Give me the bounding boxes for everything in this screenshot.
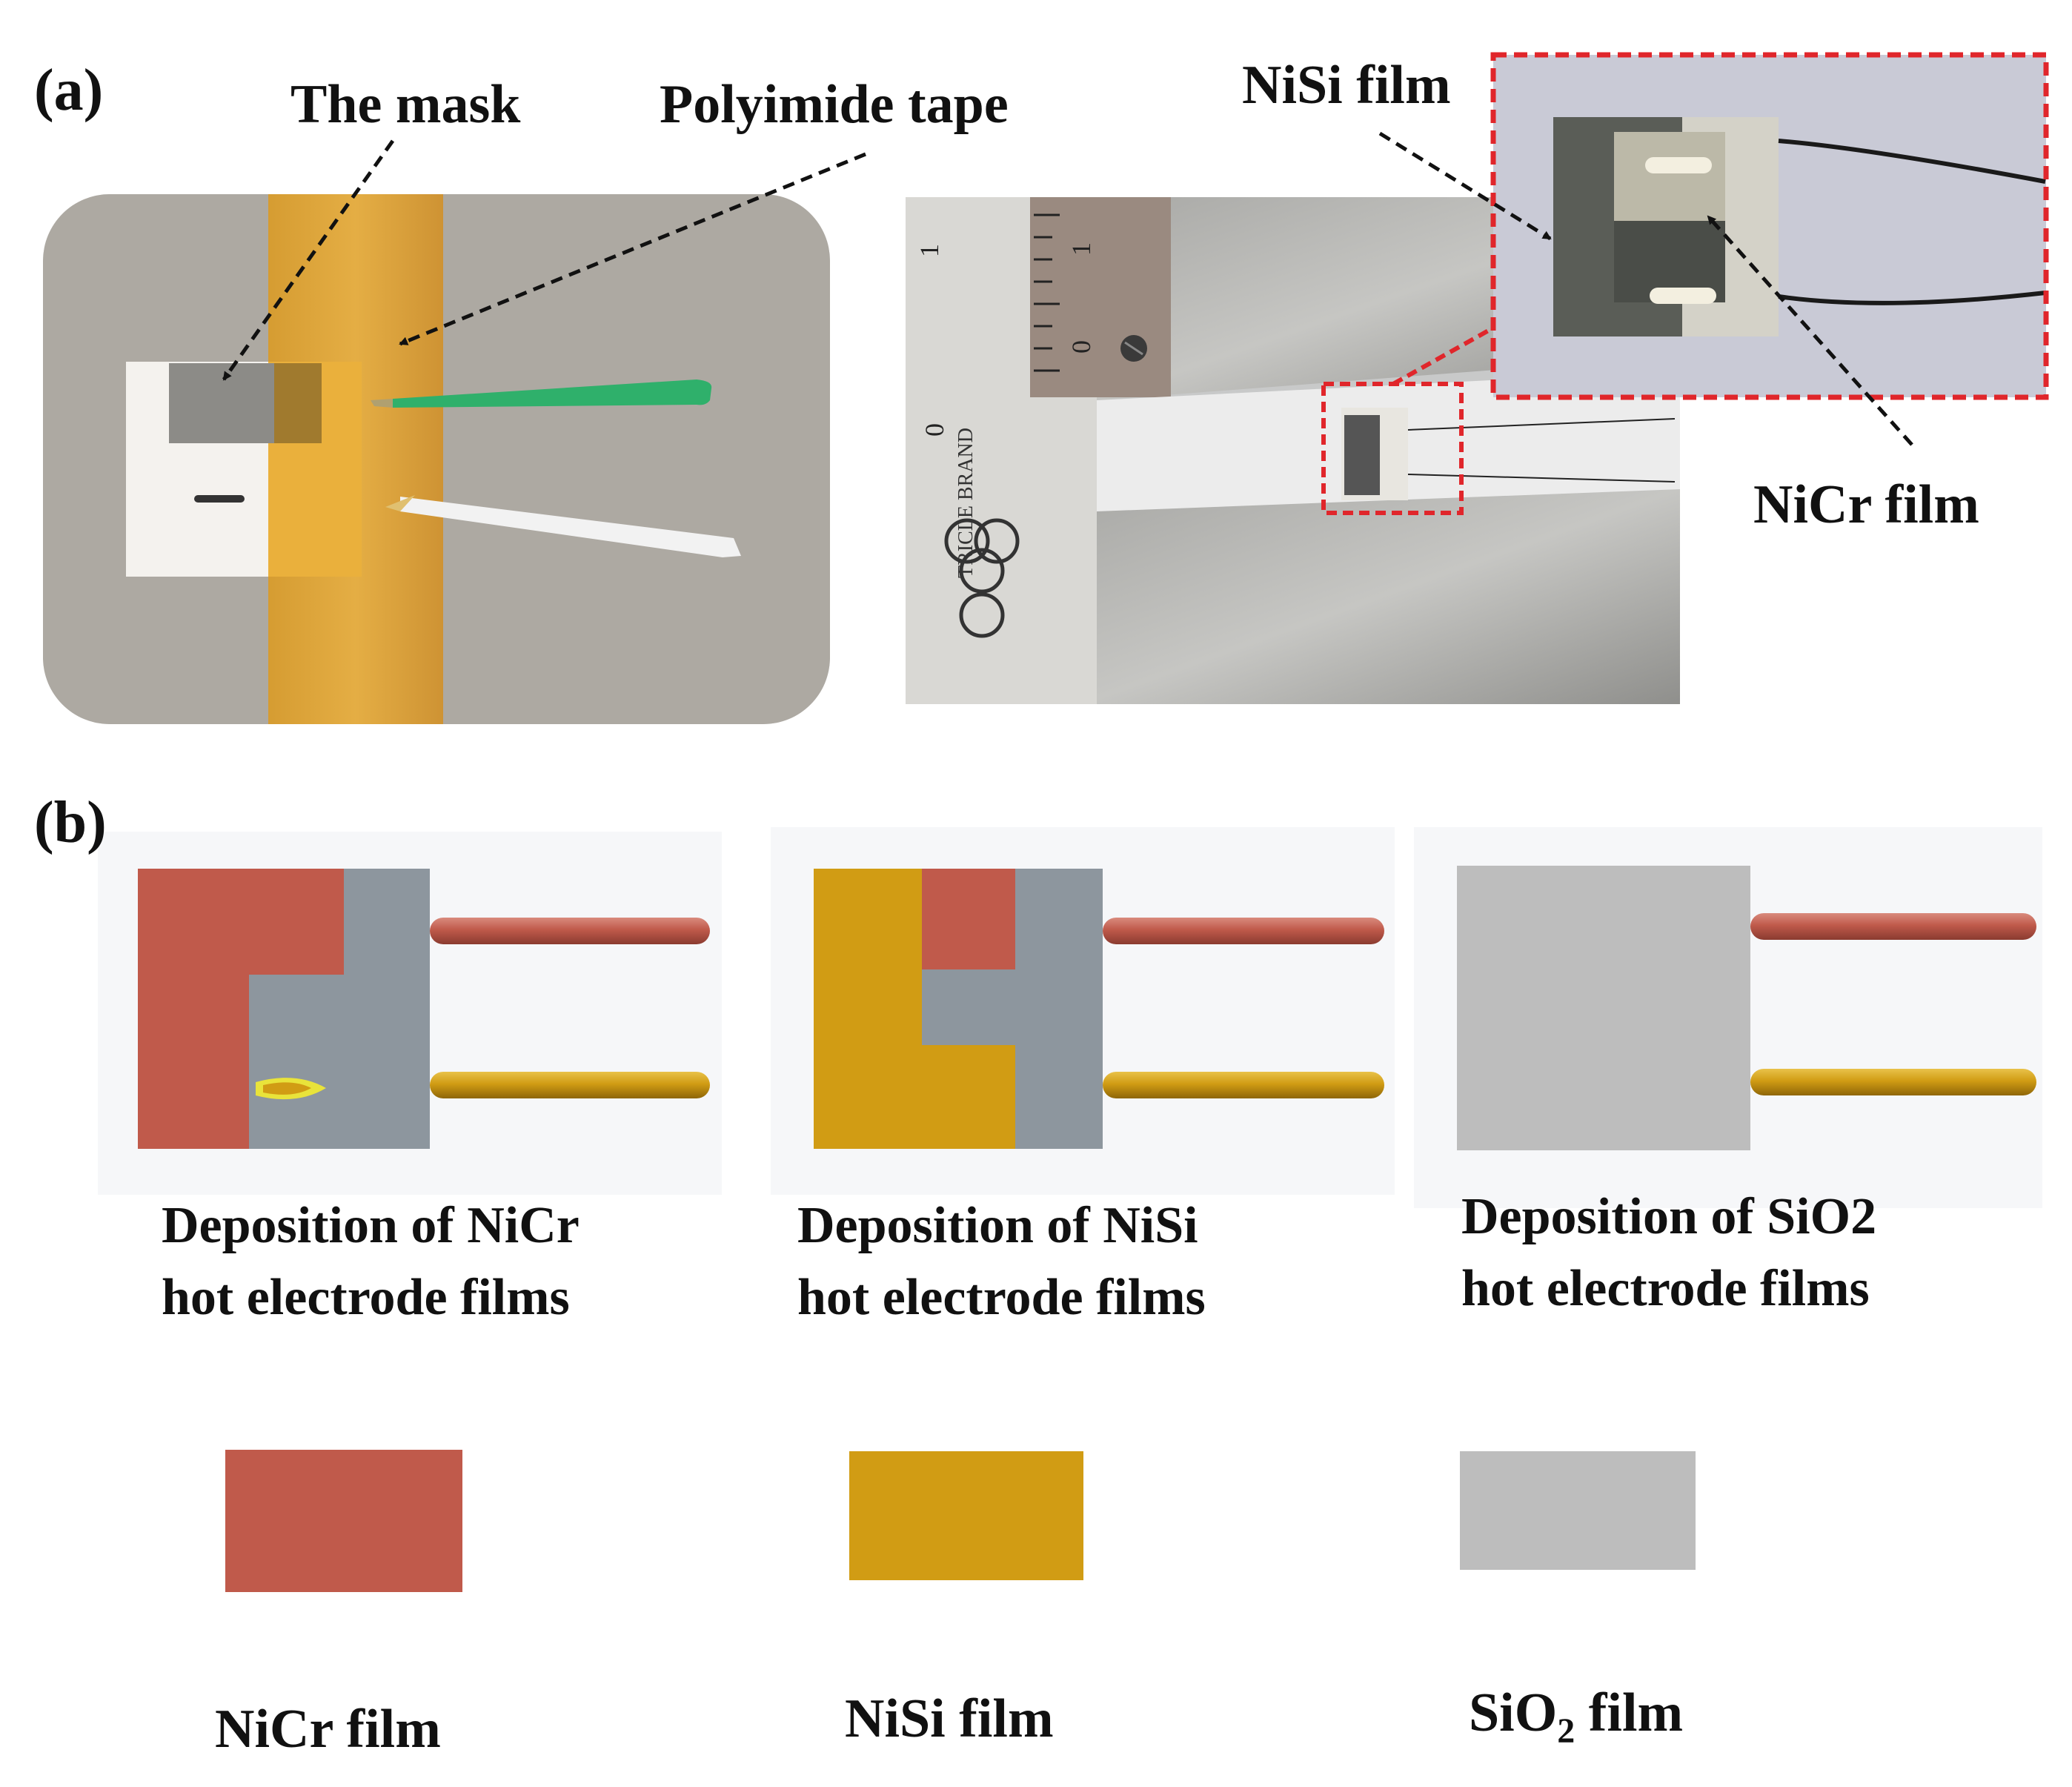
white-wire [400, 497, 741, 557]
green-wire [393, 379, 712, 408]
legend-swatch-nisi [849, 1451, 1083, 1580]
ruler-mark-top-zero: 0 [1066, 340, 1096, 354]
callout-nisi-film: NiSi film [1242, 55, 1451, 116]
inset-border [1490, 52, 2049, 400]
ruler-mark-top-one: 1 [914, 244, 944, 257]
legend-label-sio2: SiO2 film [1469, 1685, 1683, 1749]
caliper-ruler [1030, 197, 1171, 397]
caption-step-nicr-line1: Deposition of NiCr [162, 1197, 580, 1254]
callout-the-mask: The mask [290, 74, 521, 135]
step-sio2-diagram [1414, 827, 2042, 1208]
caption-step-sio2-line1: Deposition of SiO2 [1461, 1188, 1877, 1245]
legend-label-sio2-sub: 2 [1557, 1711, 1575, 1751]
legend-label-nisi: NiSi film [845, 1688, 1054, 1749]
caliper-brand-text: TRICLE BRAND [954, 428, 977, 578]
metal-mask [169, 363, 274, 443]
caption-step-nicr: Deposition of NiCr hot electrode films [162, 1190, 580, 1333]
inset-zoomed-sensor [1490, 52, 2049, 400]
callout-arrows [222, 131, 1913, 446]
callout-nicr-film: NiCr film [1753, 474, 1979, 535]
ruler-mark-top-one-b: 1 [1066, 242, 1096, 256]
step-nicr-diagram [98, 832, 722, 1195]
panel-label-a: (a) [34, 58, 104, 123]
legend-swatch-sio2 [1460, 1451, 1696, 1570]
ruler-mark-side-zero: 0 [920, 423, 949, 437]
caption-step-nisi-line2: hot electrode films [797, 1268, 1206, 1326]
caption-step-nicr-line2: hot electrode films [162, 1268, 570, 1326]
zoom-source-box [1321, 382, 1464, 515]
photo-sensor-masking [43, 194, 830, 724]
legend-label-sio2-tail: film [1575, 1682, 1684, 1743]
caption-step-nisi-line1: Deposition of NiSi [797, 1197, 1198, 1254]
caption-step-sio2: Deposition of SiO2 hot electrode films [1461, 1181, 1876, 1324]
legend-swatch-nicr [225, 1450, 462, 1592]
callout-polyimide-tape: Polyimide tape [660, 74, 1009, 135]
legend-label-nicr: NiCr film [215, 1699, 441, 1760]
caption-step-nisi: Deposition of NiSi hot electrode films [797, 1190, 1206, 1333]
step-nisi-diagram [771, 827, 1395, 1195]
legend-label-sio2-base: SiO [1469, 1682, 1558, 1743]
panel-label-b: (b) [34, 790, 107, 855]
caption-step-sio2-line2: hot electrode films [1461, 1259, 1870, 1317]
photo-caliper-measurement [906, 197, 1680, 704]
